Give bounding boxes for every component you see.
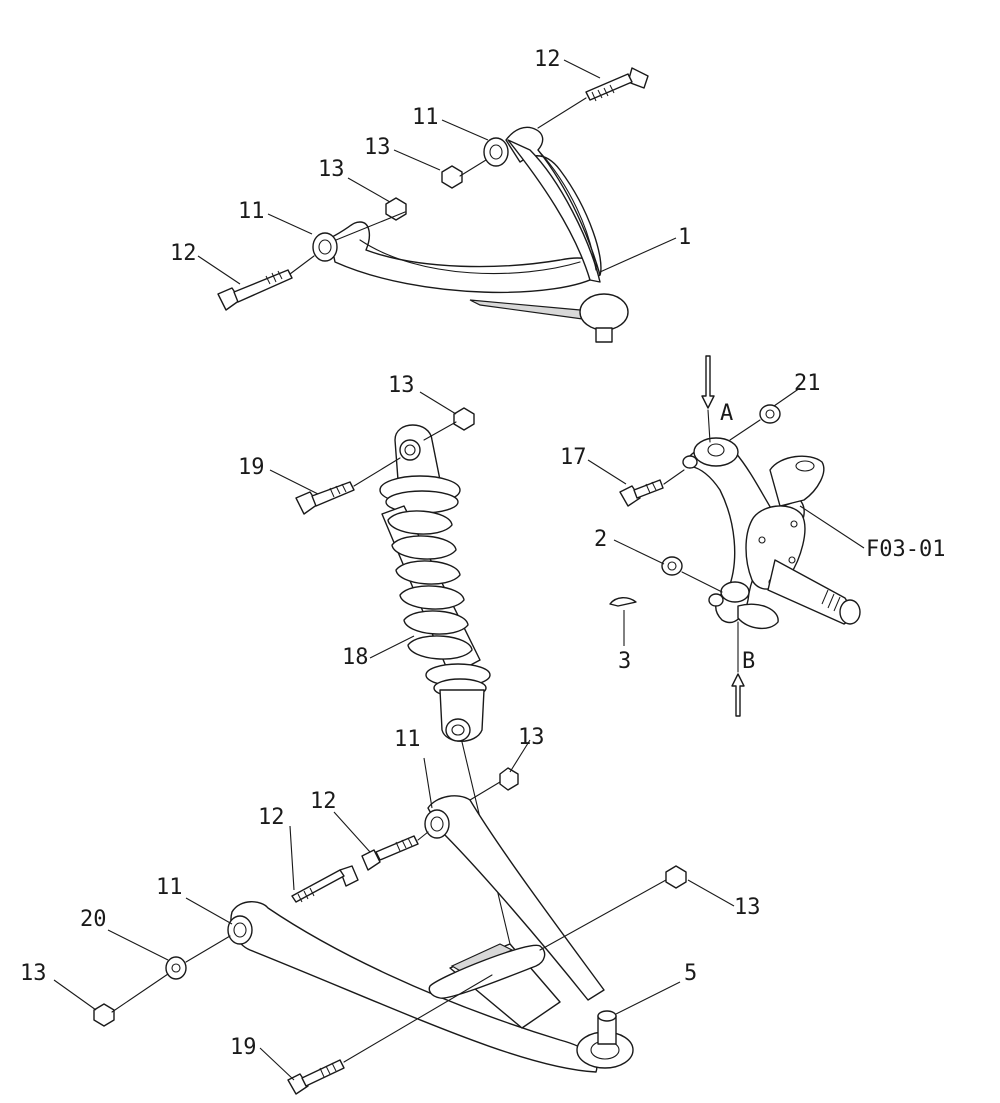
callout-17: 17 — [560, 445, 587, 470]
upper-bolt-front — [585, 67, 649, 102]
shock-absorber — [379, 424, 491, 742]
callout-12-lower-b: 12 — [310, 789, 337, 814]
lower-bolt-19 — [287, 1059, 345, 1095]
callout-5: 5 — [684, 961, 697, 986]
lower-bolt-12-b — [361, 835, 419, 871]
arrow-label-b: B — [742, 649, 755, 674]
steering-knuckle — [682, 437, 861, 629]
callout-1: 1 — [678, 225, 691, 250]
upper-a-arm — [312, 126, 629, 343]
callout-18: 18 — [342, 645, 369, 670]
shock-nut — [453, 407, 475, 431]
upper-bolt-rear — [217, 269, 293, 311]
callout-19-lower: 19 — [230, 1035, 257, 1060]
arrow-b — [731, 621, 745, 717]
callout-12-left: 12 — [170, 241, 197, 266]
callout-3: 3 — [618, 649, 631, 674]
callout-21: 21 — [794, 371, 821, 396]
callout-12-lower-a: 12 — [258, 805, 285, 830]
callout-13-top: 13 — [364, 135, 391, 160]
callout-11-lower-rear: 11 — [156, 875, 183, 900]
lower-nut-13-c — [93, 1003, 115, 1027]
callout-11-lower-front: 11 — [394, 727, 421, 752]
callout-13-shock: 13 — [388, 373, 415, 398]
callout-13-left: 13 — [318, 157, 345, 182]
callout-11-left: 11 — [238, 199, 265, 224]
washer — [165, 956, 187, 980]
callout-2: 2 — [594, 527, 607, 552]
arrow-label-a: A — [720, 401, 733, 426]
callout-19-shock: 19 — [238, 455, 265, 480]
callout-11-top: 11 — [412, 105, 439, 130]
callout-ref-f03-01: F03-01 — [866, 537, 945, 562]
upper-nut-rear — [385, 197, 407, 221]
callout-20: 20 — [80, 907, 107, 932]
shock-bolt — [295, 481, 355, 515]
leader-lines — [53, 59, 865, 1081]
lower-nut-13-b — [665, 865, 687, 889]
lower-bolt-12-a — [291, 865, 359, 903]
callout-12-top: 12 — [534, 47, 561, 72]
arrow-a — [701, 355, 715, 443]
knuckle-bolt — [619, 479, 664, 507]
lower-a-arm — [227, 795, 634, 1073]
knuckle-nut — [759, 404, 781, 424]
castle-nut — [661, 556, 683, 576]
lower-nut-13-a — [499, 767, 519, 791]
upper-nut-front — [441, 165, 463, 189]
callout-13-lower-left: 13 — [20, 961, 47, 986]
cotter-pin — [609, 597, 637, 607]
callout-13-lower-top: 13 — [518, 725, 545, 750]
callout-13-lower-right: 13 — [734, 895, 761, 920]
